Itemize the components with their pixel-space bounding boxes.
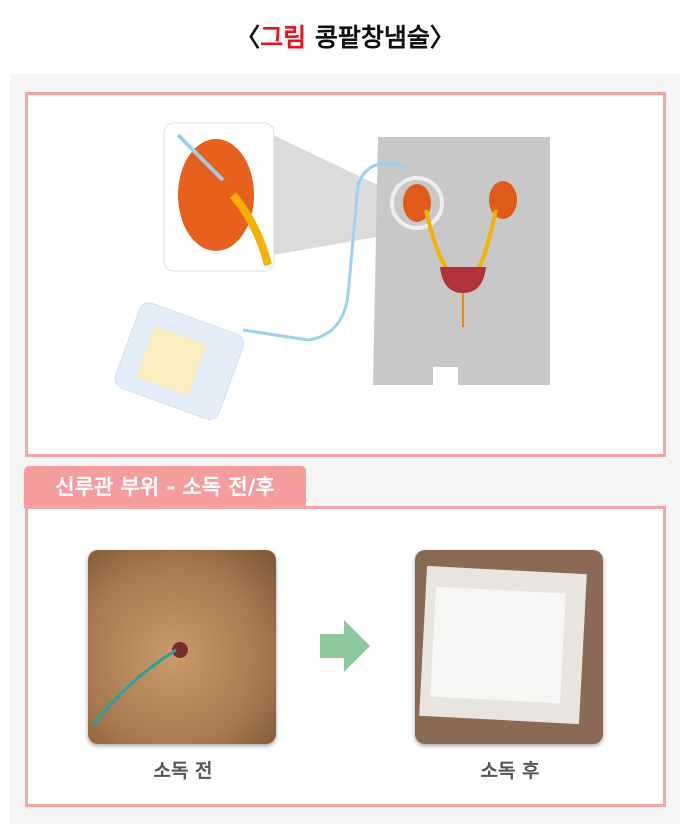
- arrow-right-icon: [320, 620, 370, 672]
- nephrostomy-illustration: [114, 122, 550, 420]
- drain-tube: [242, 162, 407, 342]
- nephrostomy-illustration-box: [25, 92, 666, 457]
- photo-before: [88, 550, 276, 744]
- photo-after: [415, 550, 603, 744]
- section-tab: 신루관 부위 - 소독 전/후: [24, 466, 306, 508]
- kidney-right: [489, 181, 517, 219]
- kidney-left: [403, 184, 431, 222]
- caption-after: 소독 후: [480, 760, 540, 782]
- drainage-bag: [114, 302, 245, 420]
- page-title: 〈그림 콩팥창냄술〉: [235, 23, 455, 52]
- torso: [373, 137, 550, 385]
- bladder: [440, 267, 486, 293]
- caption-before: 소독 전: [153, 760, 213, 782]
